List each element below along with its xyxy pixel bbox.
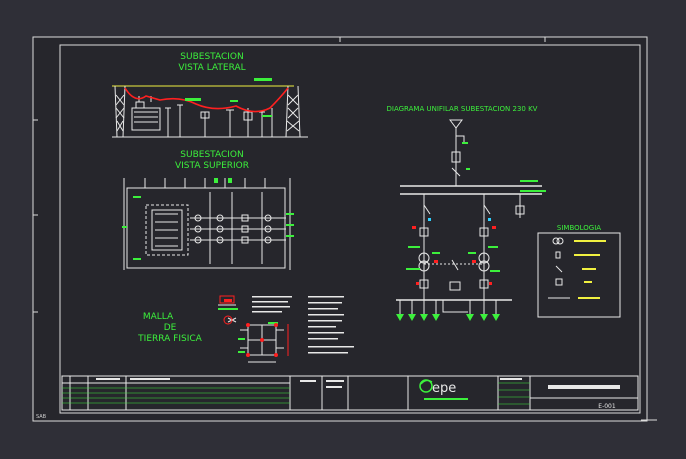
- title-superior-1: SUBESTACION: [180, 150, 243, 160]
- single-line-marks: [396, 142, 546, 321]
- outer-frame: [32, 36, 648, 422]
- title-block-rows: [62, 382, 530, 405]
- title-lateral-2: VISTA LATERAL: [178, 63, 245, 73]
- company-logo: epe: [419, 379, 468, 400]
- single-line-red-marks: [412, 226, 496, 285]
- side-view-labels: [185, 78, 272, 117]
- symbology-box: [537, 232, 621, 318]
- corner-label: SAB: [36, 414, 47, 420]
- title-malla-2: DE: [164, 323, 177, 333]
- top-view-labels: [122, 178, 294, 260]
- title-lateral-1: SUBESTACION: [180, 52, 243, 62]
- title-malla-1: MALLA: [143, 312, 174, 322]
- ground-grid-annotations: [218, 295, 289, 357]
- logo-text: epe: [432, 381, 456, 396]
- single-line-diagram: [396, 119, 542, 314]
- title-block-text: [96, 378, 620, 389]
- title-superior-2: VISTA SUPERIOR: [175, 161, 249, 171]
- side-view: [112, 85, 308, 138]
- side-view-conductor: [124, 87, 289, 113]
- symbology-title: SIMBOLOGIA: [557, 224, 601, 232]
- title-malla-3: TIERRA FISICA: [137, 334, 202, 344]
- inner-frame: [59, 44, 641, 414]
- title-unifilar: DIAGRAMA UNIFILAR SUBESTACION 230 KV: [387, 105, 538, 113]
- single-line-cyan-marks: [428, 218, 491, 221]
- symbology-items: [548, 237, 606, 299]
- ground-notes: [252, 296, 354, 354]
- sheet-number: E-001: [598, 403, 616, 410]
